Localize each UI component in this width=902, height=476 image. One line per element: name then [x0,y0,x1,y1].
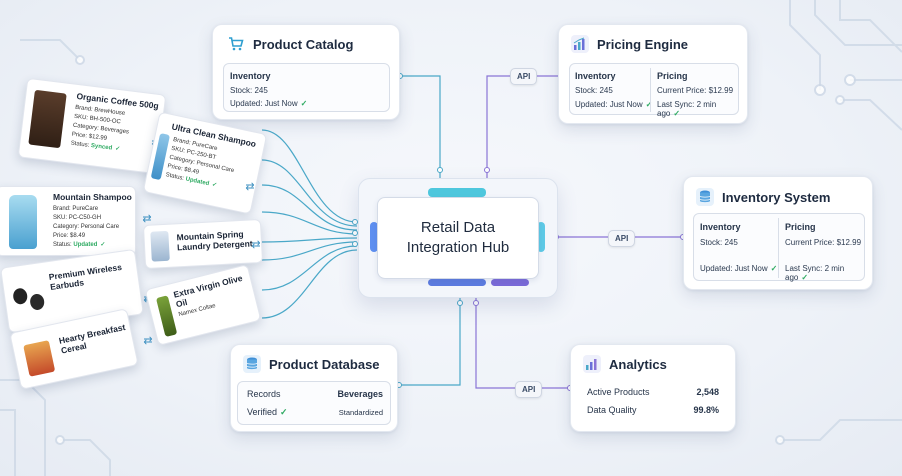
detergent-image [150,230,170,262]
invsys-stock: Stock: 245 [700,238,738,247]
divider [650,68,651,112]
pricing-current-price: Current Price: $12.99 [657,86,734,95]
pricing-stock: Stock: 245 [575,86,613,95]
hub-accent-right [537,222,545,252]
product-brand: Brand: PureCare [53,206,99,212]
hub-accent-bottom-left [428,279,486,286]
connector-dot [352,230,358,236]
olive-oil-bottle-image [155,295,178,337]
hub-accent-top [428,188,486,197]
db-records-label: Records [247,389,281,399]
pricing-updated: Updated: Just Now✓ [575,100,653,109]
catalog-updated: Updated: Just Now✓ [230,99,308,108]
check-icon: ✓ [770,264,778,273]
pricing-engine-card[interactable]: Pricing Engine Inventory Stock: 245 Upda… [558,24,748,124]
product-name-line1: Hearty Breakfast [57,322,127,346]
api-badge-inventory: API [608,230,636,247]
hub-title: Retail Data Integration Hub [377,197,539,279]
product-category: Category: Personal Care [53,224,120,230]
invsys-updated: Updated: Just Now✓ [700,264,778,273]
check-icon: ✓ [114,146,121,153]
product-name-line1: Premium Wireless [48,261,123,283]
connector-dot [437,167,443,173]
product-catalog-card[interactable]: Product Catalog Inventory Stock: 245 Upd… [212,24,400,120]
api-badge-analytics: API [515,381,543,398]
pricing-inventory-label: Inventory [575,71,616,81]
db-records-value: Beverages [337,389,383,399]
analytics-quality-label: Data Quality [587,405,637,415]
cart-icon [227,35,245,53]
connector-dot [352,219,358,225]
sync-icon[interactable]: ⇄ [251,238,261,251]
earbud-image [12,287,29,306]
analytics-chart-icon [583,355,601,373]
sync-icon[interactable]: ⇄ [142,212,152,225]
product-name: Mountain Shampoo [53,192,132,202]
product-card-coffee[interactable]: Organic Coffee 500g Brand: BrewHouse SKU… [17,77,167,175]
database-icon [243,355,261,373]
check-icon: ✓ [300,99,308,108]
catalog-inventory-label: Inventory [230,71,271,81]
product-catalog-title: Product Catalog [253,36,354,52]
earbud-image [29,293,46,311]
product-price: Price: $8.49 [53,233,86,239]
product-card-mountain-shampoo[interactable]: Mountain Shampoo Brand: PureCare SKU: PC… [0,186,136,256]
product-status: Status: Updated✓ [53,242,106,248]
check-icon: ✓ [100,242,106,248]
product-database-card[interactable]: Product Database Records Beverages Verif… [230,344,398,432]
invsys-pricing-label: Pricing [785,222,816,232]
invsys-current-price: Current Price: $12.99 [785,238,862,247]
sync-icon[interactable]: ⇄ [143,334,153,347]
pricing-engine-title: Pricing Engine [597,36,689,52]
api-badge-pricing: API [510,68,538,85]
product-status: Status: Synced✓ [70,140,121,153]
product-database-title: Product Database [269,356,380,372]
analytics-active-label: Active Products [587,387,650,397]
db-verified-value: Standardized [338,408,383,417]
inventory-system-card[interactable]: Inventory System Inventory Stock: 245 Up… [683,176,873,290]
hub-accent-bottom-right [491,279,529,286]
coffee-bag-image [28,89,67,149]
cereal-box-image [23,340,56,377]
shampoo-bottle-image [9,195,37,249]
analytics-quality-value: 99.8% [693,405,719,415]
product-sku: SKU: PC-C50-GH [53,215,102,221]
product-name-line2: Oil [174,296,189,310]
check-icon: ✓ [280,407,288,417]
check-icon: ✓ [801,273,809,282]
connector-dot [473,300,479,306]
analytics-card[interactable]: Analytics Active Products 2,548 Data Qua… [570,344,736,432]
sync-icon[interactable]: ⇄ [245,180,255,193]
analytics-title: Analytics [609,356,667,372]
invsys-inventory-label: Inventory [700,222,741,232]
check-icon: ✓ [211,181,218,189]
check-icon: ✓ [673,109,681,118]
inventory-system-title: Inventory System [722,189,831,205]
bar-chart-icon [571,35,589,53]
connector-dot [352,241,358,247]
catalog-stock: Stock: 245 [230,86,268,95]
divider [778,218,779,278]
hub-title-line2: Integration Hub [406,239,510,256]
connector-dot [457,300,463,306]
hub-title-line1: Retail Data [420,219,496,236]
hub-accent-left [370,222,378,252]
invsys-last-sync: Last Sync: 2 min ago✓ [785,264,845,282]
pricing-label: Pricing [657,71,688,81]
db-verified-label: Verified✓ [247,407,288,417]
check-icon: ✓ [645,100,653,109]
analytics-active-value: 2,548 [696,387,719,397]
pricing-last-sync: Last Sync: 2 min ago✓ [657,100,717,118]
connector-dot [484,167,490,173]
database-icon [696,188,714,206]
